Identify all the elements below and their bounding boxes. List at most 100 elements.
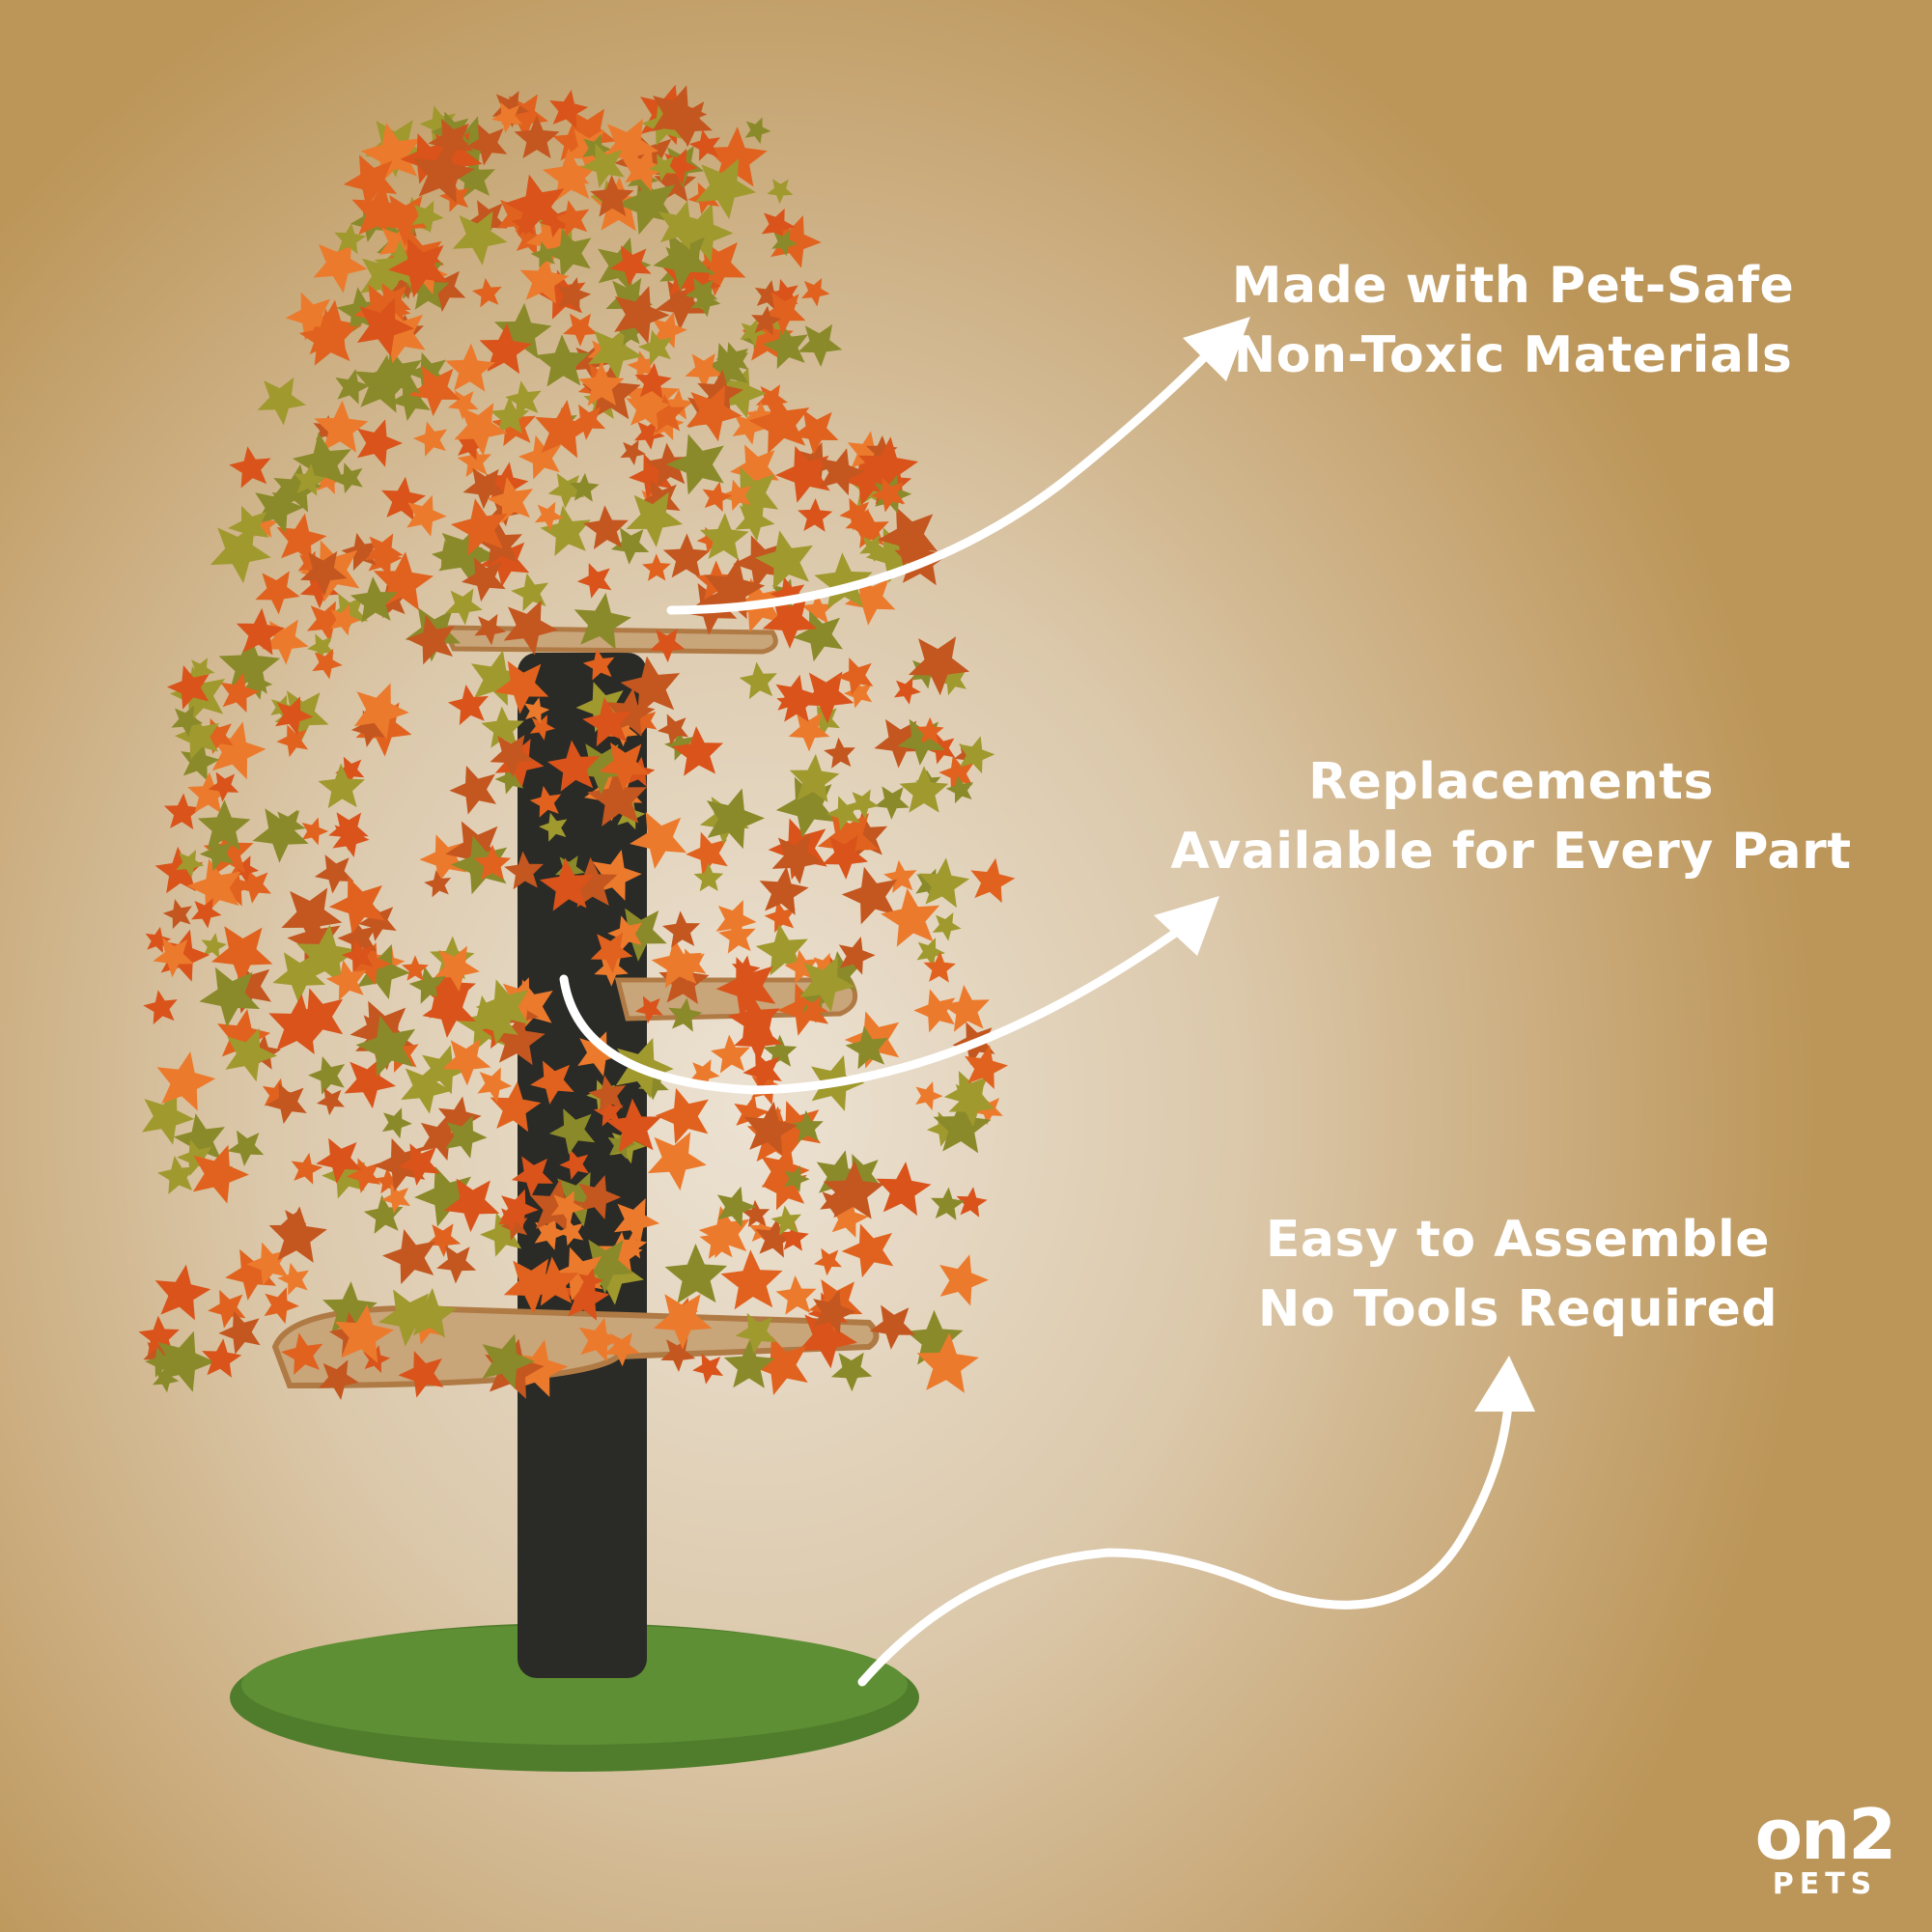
leaf <box>241 667 273 700</box>
leaf <box>770 1205 801 1236</box>
leaf <box>316 1137 362 1184</box>
leaf <box>720 1249 783 1310</box>
leaf <box>419 834 467 883</box>
leaf <box>908 636 970 696</box>
leaf <box>945 775 974 804</box>
leaf <box>494 660 549 714</box>
leaf <box>641 553 671 581</box>
leaf <box>668 997 703 1032</box>
leaf <box>556 277 592 313</box>
leaf <box>614 286 670 345</box>
leaf <box>743 1101 798 1156</box>
leaf <box>761 208 796 243</box>
leaf <box>344 1056 396 1109</box>
leaf <box>449 766 497 815</box>
leaf <box>836 657 874 695</box>
leaf <box>881 887 940 947</box>
leaf <box>847 431 889 473</box>
leaf <box>447 684 489 725</box>
leaf <box>406 1288 458 1338</box>
leaf <box>552 200 590 238</box>
leaf <box>268 1206 327 1263</box>
leaf <box>762 322 808 370</box>
leaf <box>660 1338 696 1372</box>
leaf <box>650 629 686 663</box>
leaf <box>592 849 642 901</box>
leaf <box>845 1025 888 1070</box>
leaf <box>798 497 833 532</box>
callout-line: Available for Every Part <box>1170 823 1852 881</box>
leaf <box>406 614 455 665</box>
leaf <box>788 712 830 752</box>
leaf <box>838 937 876 975</box>
leaf <box>923 951 956 983</box>
leaf <box>210 522 271 584</box>
leaf <box>360 249 415 306</box>
leaf <box>499 1189 539 1230</box>
leaf <box>710 1034 750 1074</box>
leaf <box>268 994 330 1055</box>
leaf <box>715 342 749 377</box>
leaf <box>192 1144 249 1204</box>
leaf <box>335 369 371 405</box>
leaf <box>916 1332 979 1393</box>
leaf <box>156 1330 216 1392</box>
leaf <box>276 513 327 564</box>
leaf <box>569 404 606 440</box>
leaf <box>312 648 343 680</box>
leaf <box>720 479 751 512</box>
leaf <box>754 530 813 590</box>
leaf <box>276 724 309 758</box>
leaf <box>800 995 828 1023</box>
leaf <box>932 912 962 941</box>
leaf <box>346 1158 381 1193</box>
leaf <box>662 910 701 948</box>
leaf <box>210 721 266 780</box>
leaf <box>482 1333 536 1389</box>
leaf <box>565 856 618 908</box>
leaf <box>556 1218 584 1246</box>
leaf <box>547 472 585 509</box>
leaf <box>329 603 360 636</box>
leaf <box>474 613 507 646</box>
leaf <box>442 1039 491 1086</box>
leaf <box>272 952 326 1003</box>
leaf <box>456 429 487 461</box>
leaf <box>354 354 413 413</box>
leaf <box>518 434 562 480</box>
leaf <box>626 384 671 430</box>
leaf <box>319 1359 359 1400</box>
leaf <box>208 771 239 802</box>
leaf <box>401 1062 452 1114</box>
callout-assemble: Easy to Assemble No Tools Required <box>1132 1205 1904 1344</box>
leaf <box>734 1094 770 1131</box>
leaf <box>292 432 351 492</box>
leaf <box>717 367 767 419</box>
leaf <box>220 672 260 714</box>
leaf <box>436 1245 477 1284</box>
leaf <box>655 1087 709 1144</box>
leaf <box>637 329 673 365</box>
leaf <box>626 491 684 547</box>
leaf <box>716 1186 757 1227</box>
arrowhead-icon <box>1474 1356 1535 1412</box>
leaf <box>514 115 560 158</box>
leaf <box>257 377 307 426</box>
leaf <box>793 610 843 662</box>
leaf <box>166 664 210 710</box>
leaf <box>695 158 757 220</box>
leaf <box>293 463 326 496</box>
leaf <box>959 736 995 774</box>
leaf <box>735 501 775 542</box>
leaf <box>350 576 398 623</box>
leaf <box>814 552 873 609</box>
leaf <box>611 908 667 962</box>
leaf <box>883 859 917 893</box>
leaf <box>412 421 448 457</box>
leaf <box>562 1274 610 1321</box>
leaf <box>153 938 194 978</box>
leaf <box>546 740 601 792</box>
brand-logo: on2 PETS <box>1738 1800 1912 1901</box>
leaf <box>610 527 650 565</box>
leaf <box>528 1256 579 1306</box>
